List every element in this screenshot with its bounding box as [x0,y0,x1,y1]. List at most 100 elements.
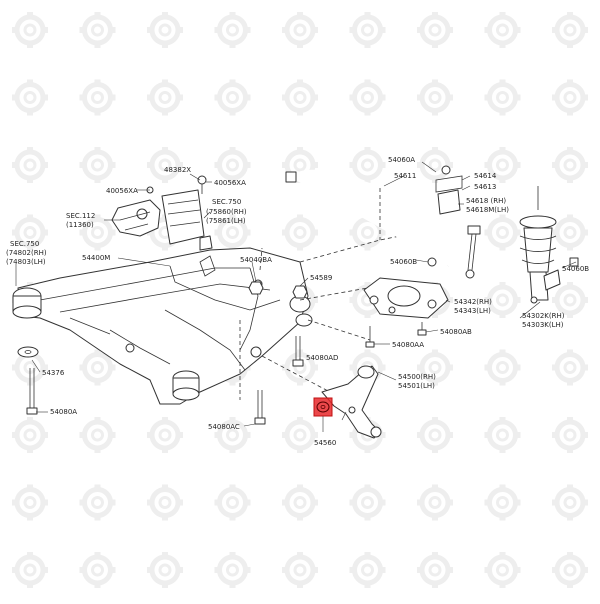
label-54080ad: 54080AD [306,354,338,362]
gear-wrench-icon [80,417,116,453]
bolt-54080ad [292,336,304,367]
label-54040ba: 54040BA [240,256,272,264]
gear-wrench-icon [12,12,48,48]
front-subframe [12,247,313,405]
label-sec112: SEC.112 [66,212,95,220]
gear-wrench-icon [552,552,588,588]
nut-54589 [292,285,308,299]
gear-wrench-icon [485,350,521,386]
gear-wrench-icon [147,147,183,183]
gear-wrench-icon [350,147,386,183]
label-sec750-upper-rh: (75860(RH) [206,208,247,216]
label-54302k-rh: 54302K(RH) [522,312,565,320]
label-54613: 54613 [474,183,496,191]
gear-wrench-icon [147,80,183,116]
gear-wrench-icon [12,552,48,588]
label-54342-rh: 54342(RH) [454,298,492,306]
label-40056xa-left: 40056XA [106,187,138,195]
gear-wrench-icon [215,80,251,116]
label-54501-lh: 54501(LH) [398,382,435,390]
gear-wrench-icon [350,485,386,521]
gear-wrench-icon [80,552,116,588]
gear-wrench-icon [552,147,588,183]
gear-wrench-icon [417,80,453,116]
label-54618-rh: 54618 (RH) [466,197,506,205]
gear-wrench-icon [552,485,588,521]
gear-wrench-icon [12,147,48,183]
strut-assembly [519,186,579,304]
gear-wrench-icon [552,80,588,116]
gear-wrench-icon [282,485,318,521]
gear-wrench-icon [147,485,183,521]
leader-lines [15,161,577,432]
gear-wrench-icon [282,417,318,453]
label-sec750-upper: SEC.750 [212,198,241,206]
gear-wrench-icon [282,215,318,251]
bushing-54560-highlight[interactable] [313,397,333,417]
gear-wrench-icon [417,147,453,183]
gear-wrench-icon [417,417,453,453]
label-54060b-right: 54060B [562,265,589,273]
label-54560: 54560 [314,439,336,447]
washer-54376 [17,346,39,358]
gear-wrench-icon [147,417,183,453]
gear-wrench-icon [80,485,116,521]
gear-wrench-icon [552,417,588,453]
gear-wrench-icon [215,552,251,588]
gear-wrench-icon [282,80,318,116]
gear-wrench-icon [80,80,116,116]
label-54376: 54376 [42,369,65,377]
gear-wrench-icon [552,215,588,251]
gear-wrench-icon [350,80,386,116]
gear-wrench-icon [417,485,453,521]
gear-wrench-icon [282,552,318,588]
label-54303k-lh: 54303K(LH) [522,321,564,329]
label-54400m: 54400M [82,254,110,262]
label-54080ac: 54080AC [208,423,240,431]
gear-wrench-icon [80,12,116,48]
label-54589: 54589 [310,274,332,282]
engine-mount-bracket [111,175,213,251]
label-sec750-lower-rh: (74802(RH) [6,249,47,257]
gear-wrench-icon [485,215,521,251]
nut-54040ba [248,281,264,295]
gear-wrench-icon [485,417,521,453]
gear-wrench-icon [552,12,588,48]
gear-wrench-icon [215,485,251,521]
gear-wrench-icon [12,417,48,453]
gear-wrench-icon [12,485,48,521]
label-54611: 54611 [394,172,416,180]
bolt-54080ac [254,390,266,425]
part-labels: 48382X 40056XA 40056XA SEC.112 (11360) S… [6,156,589,447]
label-54500-rh: 54500(RH) [398,373,436,381]
gear-wrench-icon [350,552,386,588]
stabilizer-link [465,225,481,279]
gear-wrench-icon [485,552,521,588]
gear-wrench-icon [552,350,588,386]
label-48382x: 48382X [164,166,191,174]
gear-wrench-icon [282,12,318,48]
gear-wrench-icon [215,12,251,48]
label-54080aa: 54080AA [392,341,424,349]
label-sec112-sub: (11360) [66,221,94,229]
stabilizer-bar [285,165,463,267]
label-54614: 54614 [474,172,497,180]
bracket-54342 [363,277,449,348]
gear-wrench-icon [147,12,183,48]
gear-wrench-icon [147,552,183,588]
gear-wrench-icon [80,147,116,183]
label-54080ab: 54080AB [440,328,472,336]
label-sec750-lower: SEC.750 [10,240,39,248]
bolt-54080a [26,368,38,415]
gear-wrench-icon [485,485,521,521]
gear-wrench-icon [350,12,386,48]
label-sec750-upper-lh: (75861(LH) [206,217,246,225]
gear-wrench-icon [12,80,48,116]
gear-wrench-icon [417,552,453,588]
gear-wrench-icon [485,80,521,116]
gear-wrench-icon [485,12,521,48]
label-54343-lh: 54343(LH) [454,307,491,315]
lower-control-arm [321,365,382,439]
